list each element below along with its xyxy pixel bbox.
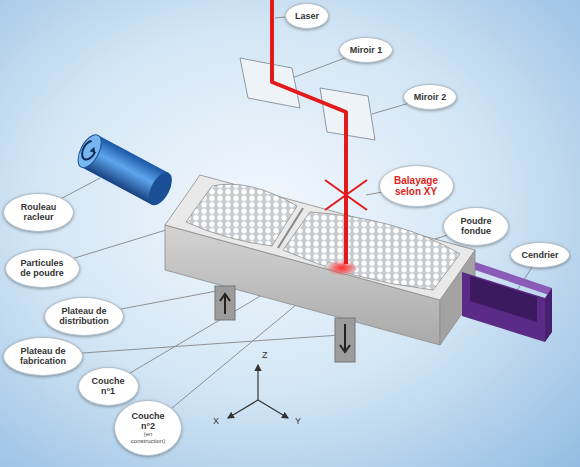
leader-lines bbox=[36, 15, 540, 428]
callout-text-group: Couche n°1 bbox=[89, 376, 127, 396]
callout-label: Poudre fondue bbox=[455, 216, 497, 236]
callout-bubble: Particules de poudre bbox=[5, 249, 80, 288]
callout-text-group: Plateau de fabrication bbox=[16, 346, 70, 366]
callout-label: Laser bbox=[295, 11, 319, 21]
axis-label: X bbox=[213, 416, 219, 426]
callout-bubble: Plateau de fabrication bbox=[3, 337, 83, 376]
callout-bubble: Couche n°1 bbox=[78, 367, 139, 406]
callout-text-group: Rouleau racleur bbox=[16, 202, 62, 222]
callout-bubble: Couche n°2(en construction) bbox=[114, 400, 182, 456]
callout-label: Miroir 2 bbox=[414, 92, 447, 102]
callout-text-group: Poudre fondue bbox=[455, 216, 497, 236]
callout-label: Plateau de distribution bbox=[57, 306, 111, 326]
callout-label: Particules de poudre bbox=[17, 258, 67, 278]
callout-label: Couche n°2 bbox=[126, 411, 170, 431]
callout-text-group: Laser bbox=[295, 11, 319, 21]
callout-bubble: Cendrier bbox=[510, 242, 570, 268]
axes bbox=[228, 365, 288, 418]
callout-label: Cendrier bbox=[521, 250, 558, 260]
callout-text-group: Couche n°2(en construction) bbox=[126, 411, 170, 445]
axis-label: Z bbox=[262, 350, 268, 360]
callout-bubble: Poudre fondue bbox=[443, 207, 509, 246]
callout-text-group: Cendrier bbox=[521, 250, 558, 260]
ash-tray bbox=[462, 262, 552, 342]
callout-label: Plateau de fabrication bbox=[16, 346, 70, 366]
callout-label: Couche n°1 bbox=[89, 376, 127, 396]
callout-bubble: Miroir 2 bbox=[403, 84, 457, 110]
callout-text-group: Plateau de distribution bbox=[57, 306, 111, 326]
callout-bubble: Miroir 1 bbox=[339, 37, 393, 63]
callout-label: Rouleau racleur bbox=[16, 202, 62, 222]
callout-label: Balayage selon XY bbox=[391, 175, 441, 197]
callout-label: Miroir 1 bbox=[350, 45, 383, 55]
callout-bubble: Plateau de distribution bbox=[44, 297, 124, 336]
callout-bubble: Rouleau racleur bbox=[3, 193, 74, 232]
callout-bubble: Laser bbox=[285, 3, 329, 29]
callout-bubble: Balayage selon XY bbox=[379, 165, 454, 207]
callout-text-group: Miroir 2 bbox=[414, 92, 447, 102]
callout-text-group: Particules de poudre bbox=[17, 258, 67, 278]
callout-text-group: Miroir 1 bbox=[350, 45, 383, 55]
roller bbox=[73, 131, 176, 209]
callout-text-group: Balayage selon XY bbox=[391, 175, 441, 197]
axis-label: Y bbox=[295, 416, 301, 426]
callout-note: (en construction) bbox=[126, 431, 170, 444]
